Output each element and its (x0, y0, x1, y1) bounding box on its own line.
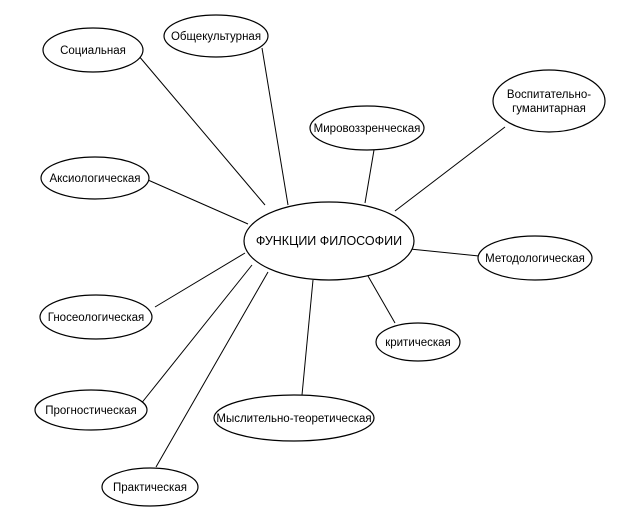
node-gnoseologicheskaya: Гносеологическая (39, 294, 153, 340)
connector-mirovozzrencheskaya (364, 149, 375, 204)
node-metodologicheskaya: Методологическая (477, 235, 593, 281)
label-gnoseologicheskaya: Гносеологическая (48, 312, 145, 324)
connector-vospitatelno (394, 126, 506, 212)
label-aksiologicheskaya: Аксиологическая (49, 173, 140, 185)
connector-obshchekulturnaya (261, 47, 289, 206)
node-vospitatelno: Воспитательно-гуманитарная (492, 69, 606, 133)
label-metodologicheskaya: Методологическая (485, 253, 585, 265)
ellipse-prakticheskaya (101, 467, 199, 507)
connector-prakticheskaya (155, 271, 269, 468)
node-prognosticheskaya: Прогностическая (34, 389, 148, 431)
node-myslitelno: Мыслительно-теоретическая (213, 394, 375, 442)
connector-socialnaya (137, 54, 266, 206)
ellipse-kriticheskaya (375, 322, 461, 362)
connector-prognosticheskaya (139, 264, 253, 406)
connector-aksiologicheskaya (147, 179, 249, 225)
ellipse-obshchekulturnaya (163, 14, 269, 58)
center-ellipse (243, 201, 415, 281)
label-mirovozzrencheskaya: Мировоззренческая (314, 123, 421, 135)
ellipse-socialnaya (42, 27, 144, 73)
connector-kriticheskaya (367, 275, 396, 324)
ellipse-aksiologicheskaya (40, 156, 150, 200)
label-vospitatelno: гуманитарная (512, 103, 586, 115)
connector-gnoseologicheskaya (154, 252, 246, 308)
node-mirovozzrencheskaya: Мировоззренческая (309, 105, 425, 151)
ellipse-mirovozzrencheskaya (309, 105, 425, 151)
ellipse-gnoseologicheskaya (39, 294, 153, 340)
node-kriticheskaya: критическая (375, 322, 461, 362)
node-obshchekulturnaya: Общекультурная (163, 14, 269, 58)
ellipse-metodologicheskaya (477, 235, 593, 281)
diagram-nodes: ФУНКЦИИ ФИЛОСОФИИ Социальная Общекультурна… (34, 14, 606, 507)
label-prognosticheskaya: Прогностическая (45, 405, 136, 417)
diagram-edges (137, 47, 506, 468)
ellipse-prognosticheskaya (34, 389, 148, 431)
label-prakticheskaya: Практическая (113, 482, 187, 494)
center-label: ФУНКЦИИ ФИЛОСОФИИ (256, 234, 402, 248)
ellipse-vospitatelno (492, 69, 606, 133)
node-socialnaya: Социальная (42, 27, 144, 73)
ellipse-myslitelno (213, 394, 375, 442)
label-socialnaya: Социальная (60, 45, 126, 57)
center-node: ФУНКЦИИ ФИЛОСОФИИ (243, 201, 415, 281)
node-prakticheskaya: Практическая (101, 467, 199, 507)
label-obshchekulturnaya: Общекультурная (171, 31, 261, 43)
label-kriticheskaya: критическая (385, 337, 451, 349)
node-aksiologicheskaya: Аксиологическая (40, 156, 150, 200)
label-vospitatelno: Воспитательно- (507, 89, 591, 101)
label-myslitelno: Мыслительно-теоретическая (216, 413, 371, 425)
connector-myslitelno (301, 279, 314, 396)
connector-metodologicheskaya (409, 248, 480, 257)
